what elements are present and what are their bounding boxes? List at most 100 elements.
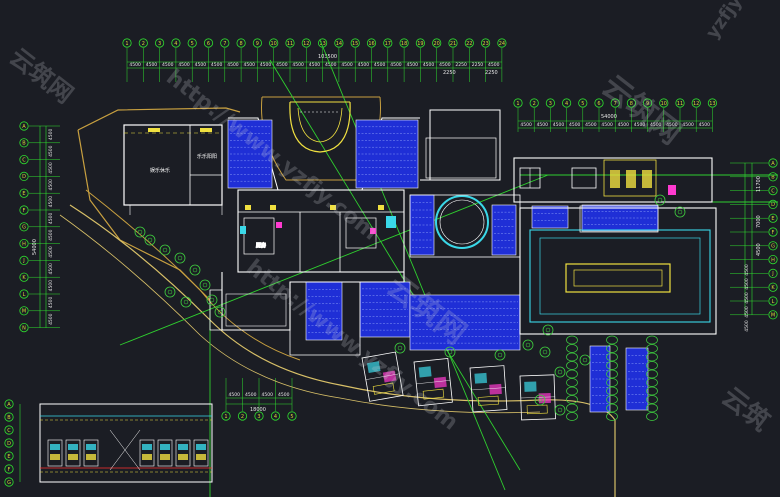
row-tree bbox=[606, 412, 618, 421]
bottom-total-dimension: 18000 bbox=[250, 407, 266, 413]
top-grid-bubble: 7 bbox=[220, 38, 230, 48]
row-tree bbox=[566, 386, 578, 396]
row-tree bbox=[566, 378, 578, 387]
row-tree bbox=[606, 352, 618, 362]
left-dimension-value: 4500 bbox=[48, 297, 54, 309]
tree bbox=[542, 324, 554, 336]
svg-text:F: F bbox=[772, 230, 775, 236]
parking-lot bbox=[531, 205, 569, 229]
top-dimension-value: 4500 bbox=[211, 62, 223, 68]
svg-text:H: H bbox=[22, 241, 26, 247]
tree bbox=[554, 366, 566, 378]
svg-text:L: L bbox=[23, 292, 26, 298]
svg-text:16: 16 bbox=[368, 41, 374, 47]
landscape-trees bbox=[134, 194, 686, 416]
bottom-grid-bubble: 5 bbox=[287, 411, 297, 421]
right-dimension-value: 4500 bbox=[744, 306, 750, 318]
svg-text:11: 11 bbox=[677, 101, 683, 107]
top-grid-bubble: 4 bbox=[171, 38, 181, 48]
svg-text:7: 7 bbox=[614, 101, 617, 107]
svg-text:N: N bbox=[22, 325, 26, 331]
svg-text:8: 8 bbox=[240, 41, 243, 47]
detail-unit bbox=[47, 439, 63, 467]
top-total-dimension: 103500 bbox=[318, 54, 337, 60]
svg-text:9: 9 bbox=[646, 101, 649, 107]
svg-text:G: G bbox=[22, 225, 26, 231]
svg-text:2: 2 bbox=[142, 41, 145, 47]
top-dimension-value: 4500 bbox=[358, 62, 370, 68]
tree bbox=[180, 296, 192, 308]
svg-text:3: 3 bbox=[158, 41, 161, 47]
right-grid-bubble: C bbox=[768, 186, 778, 196]
top-grid-bubble: 1 bbox=[122, 38, 132, 48]
svg-text:C: C bbox=[7, 428, 11, 434]
left-dimension-value: 4500 bbox=[48, 145, 54, 157]
entertainment-building: 娱乐休乐 乐乐阳阳 bbox=[123, 124, 223, 215]
right-top-grid-bubble: 9 bbox=[642, 98, 653, 108]
svg-text:E: E bbox=[7, 454, 10, 460]
right-dimension-value: 4500 bbox=[744, 292, 750, 304]
svg-text:2: 2 bbox=[533, 101, 536, 107]
tree bbox=[199, 279, 211, 291]
right-top-grid-bubble: 12 bbox=[691, 98, 701, 108]
tree bbox=[134, 226, 146, 238]
right-dimension-v2: 7000 bbox=[756, 215, 762, 228]
detail-unit bbox=[157, 439, 173, 467]
svg-text:H: H bbox=[771, 257, 775, 263]
parking-lot bbox=[581, 204, 659, 232]
villa-unit bbox=[469, 365, 508, 413]
tree bbox=[654, 194, 666, 206]
top-dimension-value: 4500 bbox=[407, 62, 419, 68]
right-top-dimension-value: 4500 bbox=[650, 122, 662, 128]
pool-building bbox=[513, 157, 717, 335]
row-tree bbox=[646, 361, 658, 370]
svg-text:F: F bbox=[8, 467, 11, 473]
left-dimension-value: 4500 bbox=[48, 246, 54, 258]
right-top-grid-bubble: 10 bbox=[659, 98, 669, 108]
row-tree bbox=[606, 369, 618, 379]
top-dimension-value: 4500 bbox=[162, 62, 174, 68]
svg-text:19: 19 bbox=[417, 41, 423, 47]
svg-text:G: G bbox=[7, 480, 11, 486]
top-dimension-value: 2250 bbox=[472, 62, 484, 68]
detail-grid-bubble: F bbox=[4, 464, 14, 474]
svg-text:B: B bbox=[7, 415, 11, 421]
left-dimension-value: 4500 bbox=[48, 313, 54, 325]
left-grid-bubble: C bbox=[19, 155, 29, 165]
svg-text:L: L bbox=[772, 299, 775, 305]
top-dimension-value: 4500 bbox=[129, 62, 141, 68]
parking-lot bbox=[625, 347, 649, 411]
left-dimension-value: 4500 bbox=[48, 129, 54, 141]
top-grid-bubble: 2 bbox=[138, 38, 148, 48]
svg-text:2: 2 bbox=[241, 414, 244, 420]
parking-lot bbox=[409, 194, 435, 256]
right-top-dimension-value: 4500 bbox=[553, 122, 565, 128]
main-building: 厨房 bbox=[209, 109, 501, 356]
left-grid-bubble: G bbox=[19, 222, 29, 232]
svg-text:1: 1 bbox=[516, 101, 519, 107]
tree bbox=[494, 349, 506, 361]
top-grid-bubble: 10 bbox=[269, 38, 279, 48]
round-hall bbox=[409, 194, 521, 258]
tree bbox=[189, 264, 201, 276]
bottom-dimension-value: 4500 bbox=[278, 392, 290, 398]
top-grid-bubble: 17 bbox=[383, 38, 393, 48]
top-dimension-value: 4500 bbox=[292, 62, 304, 68]
tree bbox=[674, 206, 686, 218]
bottom-grid-bubble: 3 bbox=[254, 411, 264, 421]
parking-lot bbox=[409, 294, 521, 351]
detail-units bbox=[47, 439, 209, 467]
svg-text:M: M bbox=[22, 309, 26, 315]
top-dimension-value: 4500 bbox=[341, 62, 353, 68]
right-top-dimension-value: 4500 bbox=[601, 122, 613, 128]
row-tree bbox=[566, 403, 578, 413]
top-grid-bubble: 12 bbox=[301, 38, 311, 48]
svg-text:D: D bbox=[22, 174, 26, 180]
svg-text:A: A bbox=[22, 124, 26, 130]
svg-text:14: 14 bbox=[336, 41, 342, 47]
left-grid-bubble: J bbox=[19, 255, 29, 265]
